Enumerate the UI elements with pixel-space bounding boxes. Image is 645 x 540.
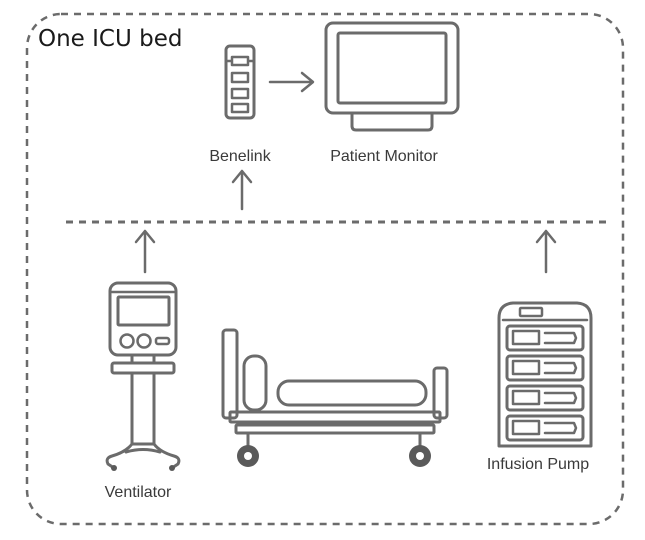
infusion-pump-label: Infusion Pump (487, 456, 589, 473)
infusion-pump-icon (497, 301, 593, 448)
patient-monitor-icon (324, 21, 460, 132)
arrow-pump-to-network (535, 229, 557, 274)
diagram-title: One ICU bed (38, 26, 182, 52)
icu-bed-boundary (25, 12, 625, 526)
hospital-bed-icon (221, 328, 449, 467)
arrow-ventilator-to-network (134, 229, 156, 274)
arrow-benelink-to-monitor (268, 71, 315, 93)
ventilator-icon (105, 281, 181, 471)
benelink-icon (224, 44, 256, 120)
ventilator-label: Ventilator (105, 484, 172, 501)
benelink-label: Benelink (209, 148, 271, 165)
patient-monitor-label: Patient Monitor (330, 148, 438, 165)
arrow-network-to-benelink (231, 169, 253, 211)
